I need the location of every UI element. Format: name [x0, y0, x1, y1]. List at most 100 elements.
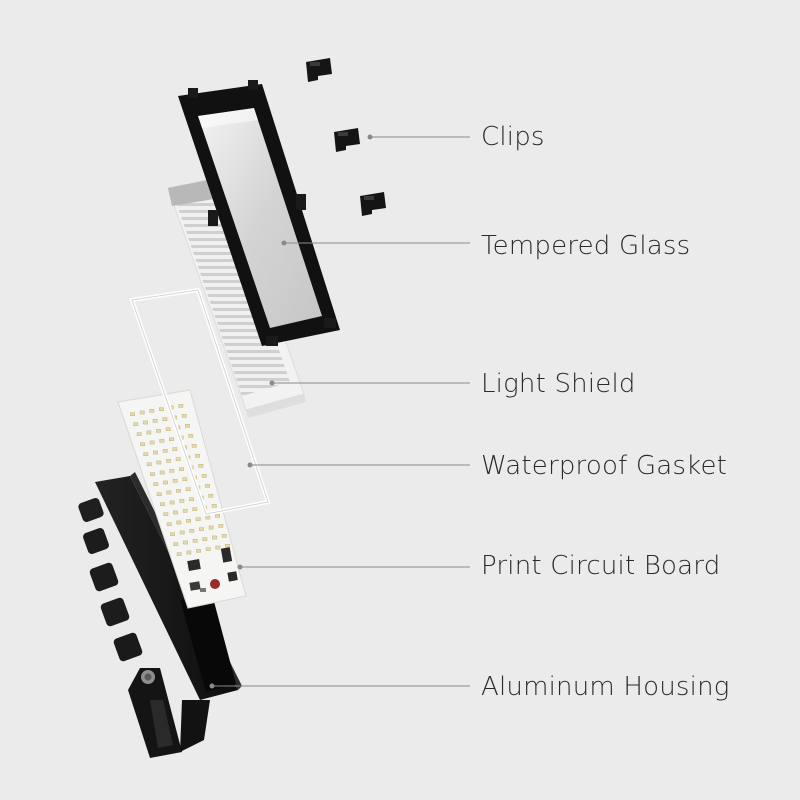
- led-chip: [225, 544, 230, 548]
- led-chip: [146, 462, 152, 467]
- print-circuit-board: [117, 389, 247, 609]
- label-clips: Clips: [481, 122, 545, 152]
- led-chip: [166, 459, 171, 463]
- label-light-shield: Light Shield: [481, 369, 636, 399]
- clips: [306, 58, 386, 216]
- led-chip: [165, 427, 171, 432]
- led-chip: [191, 444, 197, 448]
- led-chip: [143, 452, 149, 457]
- led-chip: [136, 432, 142, 437]
- led-chip: [139, 410, 145, 415]
- leader-dot-gasket: [247, 462, 253, 468]
- led-chip: [215, 545, 221, 550]
- label-waterproof-gasket: Waterproof Gasket: [481, 451, 728, 481]
- label-aluminum-housing: Aluminum Housing: [481, 672, 730, 702]
- led-chip: [179, 467, 184, 472]
- led-chip: [189, 529, 195, 533]
- led-chip: [163, 512, 169, 516]
- led-chip: [195, 454, 200, 458]
- led-chip: [153, 482, 159, 487]
- led-chip: [182, 477, 188, 482]
- led-chip: [159, 407, 164, 412]
- led-chip: [185, 487, 191, 492]
- leader-lines: [209, 134, 470, 689]
- led-chip: [143, 420, 148, 425]
- led-chip: [173, 542, 179, 546]
- clip-2: [334, 128, 360, 152]
- led-chip: [156, 492, 162, 497]
- led-chip: [130, 412, 135, 417]
- led-chip: [199, 527, 204, 531]
- led-chip: [172, 447, 178, 452]
- led-chip: [202, 537, 208, 541]
- led-chip: [176, 489, 181, 493]
- led-chip: [201, 474, 207, 478]
- led-chip: [215, 514, 220, 518]
- led-chip: [166, 490, 172, 495]
- leader-dot-housing: [209, 683, 215, 689]
- led-chip: [181, 414, 187, 418]
- led-chip: [133, 422, 139, 427]
- led-chip: [169, 469, 175, 473]
- led-chip: [183, 540, 188, 545]
- led-chip: [218, 524, 224, 528]
- led-chip: [192, 539, 198, 543]
- led-chip: [146, 430, 152, 435]
- led-chip: [169, 500, 175, 505]
- led-chip: [205, 547, 211, 551]
- led-chip: [150, 472, 155, 477]
- led-chip: [189, 497, 194, 502]
- led-chip: [196, 549, 201, 553]
- leader-dot-shield: [269, 380, 275, 386]
- led-chip: [173, 510, 178, 515]
- led-chip: [159, 439, 165, 443]
- led-chip: [179, 499, 185, 503]
- led-chip: [192, 507, 198, 512]
- led-chip: [170, 532, 175, 536]
- led-chip: [175, 457, 181, 462]
- led-chip: [221, 534, 227, 538]
- led-chip: [159, 470, 165, 475]
- led-chip: [152, 419, 158, 423]
- led-chip: [186, 550, 192, 555]
- led-chip: [208, 525, 214, 530]
- clip-3: [360, 192, 386, 216]
- led-chip: [169, 437, 174, 442]
- clip-1: [306, 58, 332, 82]
- led-chip: [211, 504, 217, 508]
- led-chip: [195, 517, 201, 521]
- led-chip: [163, 480, 168, 485]
- led-chip: [162, 449, 168, 453]
- led-chip: [172, 479, 178, 483]
- led-chip: [162, 417, 168, 422]
- led-chip: [140, 442, 145, 447]
- led-chip: [156, 460, 162, 465]
- led-chip: [156, 429, 161, 433]
- tempered-glass: [178, 80, 340, 346]
- leader-dot-pcb: [237, 564, 243, 570]
- led-chip: [186, 519, 191, 523]
- led-chip: [182, 509, 188, 513]
- led-chip: [153, 450, 158, 455]
- led-chip: [212, 535, 217, 540]
- label-print-circuit-board: Print Circuit Board: [481, 551, 721, 581]
- led-chip: [149, 409, 155, 413]
- waterproof-gasket: [129, 287, 271, 517]
- led-chip: [198, 464, 204, 468]
- led-chip: [188, 434, 194, 438]
- led-chip: [179, 530, 185, 535]
- led-chip: [166, 522, 172, 526]
- led-chip: [149, 440, 155, 445]
- led-chip: [176, 552, 182, 556]
- label-tempered-glass: Tempered Glass: [481, 231, 691, 261]
- leader-dot-glass: [281, 240, 287, 246]
- led-chip: [205, 515, 211, 520]
- led-chip: [185, 424, 190, 428]
- led-chip: [205, 484, 210, 488]
- led-array: [130, 404, 230, 556]
- leader-dot-clips: [367, 134, 373, 140]
- led-chip: [176, 520, 182, 525]
- led-chip: [160, 502, 165, 507]
- led-chip: [178, 404, 184, 408]
